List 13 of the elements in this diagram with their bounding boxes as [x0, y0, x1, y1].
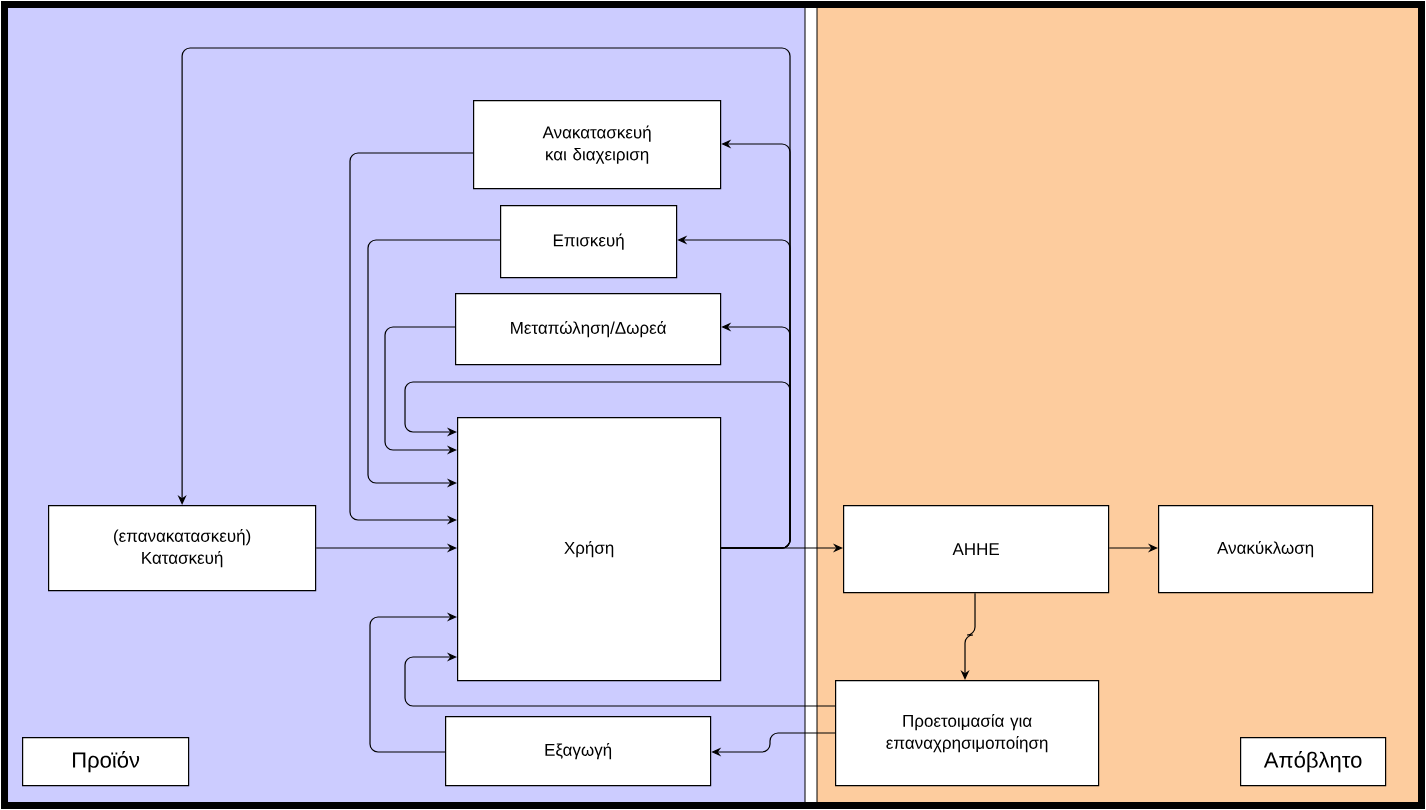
- process-box: Μεταπώληση/Δωρεά: [455, 293, 722, 366]
- process-box: ΑΗΗΕ: [843, 505, 1110, 594]
- process-box: Εξαγωγή: [445, 716, 712, 787]
- panel-label: Απόβλητο: [1240, 737, 1387, 787]
- arrow: [404, 652, 836, 707]
- process-box: Επισκευή: [500, 205, 678, 279]
- process-box: Προετοιμασία για επαναχρησιμοποίηση: [835, 680, 1100, 787]
- panel-label: Προϊόν: [22, 737, 190, 787]
- process-box: (επανακατασκευή) Κατασκευή: [48, 505, 317, 592]
- arrow: [369, 612, 457, 753]
- process-box: Χρήση: [457, 417, 722, 682]
- process-box: Ανακατασκευή και διαχειριση: [473, 100, 722, 190]
- process-box: Ανακύκλωση: [1158, 505, 1374, 594]
